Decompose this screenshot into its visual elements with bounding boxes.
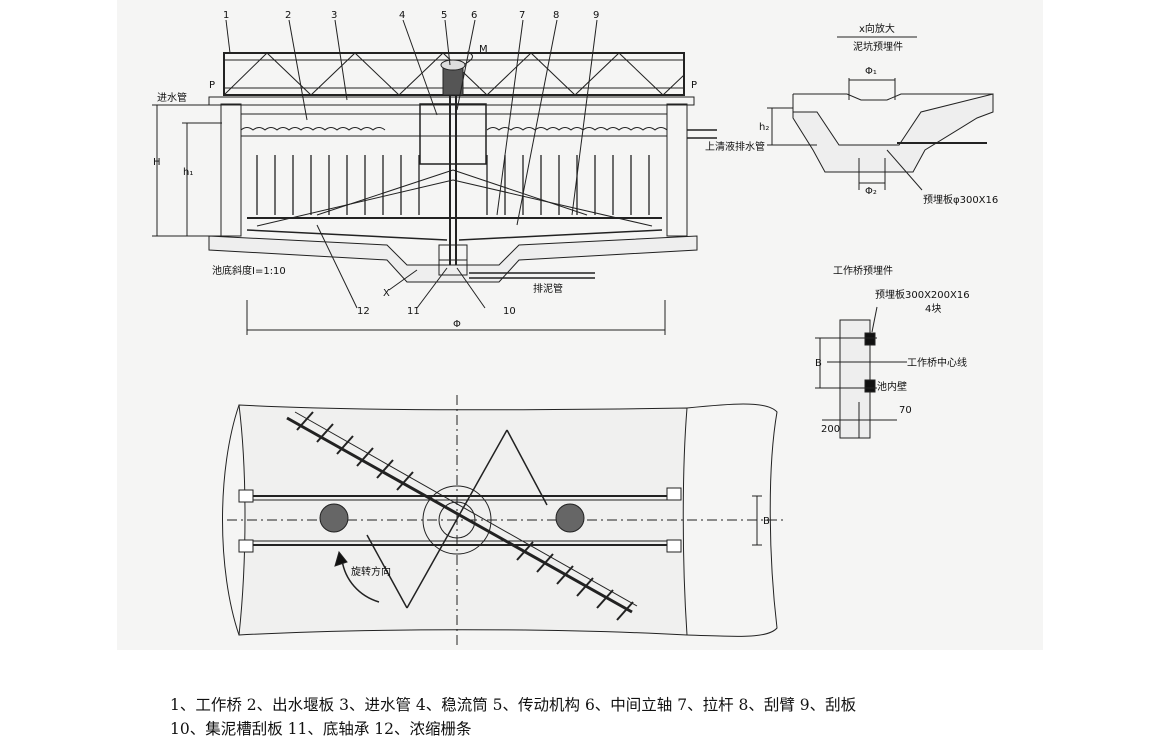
bridge-detail-title: 工作桥预埋件 bbox=[833, 265, 893, 277]
callout-7: 7 bbox=[519, 10, 525, 21]
bridge-centerline-label: 工作桥中心线 bbox=[907, 356, 967, 369]
callout-2: 2 bbox=[285, 10, 291, 21]
callout-10: 10 bbox=[503, 306, 516, 317]
detail-x-view bbox=[767, 36, 994, 191]
phi2-label: Φ₂ bbox=[865, 186, 877, 197]
bottom-slope-label: 池底斜度I=1:10 bbox=[212, 264, 286, 277]
dim-70-label: 70 bbox=[899, 405, 912, 416]
marker-P-right: P bbox=[691, 80, 697, 91]
picket-rods bbox=[256, 155, 650, 215]
plan-view bbox=[222, 395, 787, 645]
marker-X: X bbox=[383, 288, 390, 299]
engineering-drawing: 1 2 3 4 5 6 7 8 9 10 11 12 M 进水管 上清液排水管 … bbox=[117, 0, 1043, 650]
left-wall bbox=[220, 103, 242, 237]
callout-8: 8 bbox=[553, 10, 559, 21]
callout-6: 6 bbox=[471, 10, 477, 21]
phi1-label: Φ₁ bbox=[865, 66, 877, 77]
sludge-pipe-label: 排泥管 bbox=[533, 282, 563, 295]
outlet-pipe-label: 上清液排水管 bbox=[705, 140, 765, 153]
detail-x-title: x向放大 bbox=[859, 22, 895, 35]
wall-label: 池内壁 bbox=[877, 380, 907, 393]
h2-label: h₂ bbox=[759, 122, 769, 133]
section-view bbox=[152, 19, 717, 335]
dim-200-label: 200 bbox=[821, 424, 840, 435]
motor-label: M bbox=[479, 44, 488, 55]
callout-11: 11 bbox=[407, 306, 420, 317]
inlet-pipe-label: 进水管 bbox=[157, 91, 187, 104]
right-wall bbox=[666, 103, 688, 237]
inlet-pipe-line bbox=[208, 96, 695, 106]
height-H-label: H bbox=[153, 157, 161, 168]
callout-3: 3 bbox=[331, 10, 337, 21]
callout-1: 1 bbox=[223, 10, 229, 21]
height-h1-label: h₁ bbox=[183, 167, 193, 178]
bridge-embed-detail bbox=[815, 306, 907, 439]
callout-4: 4 bbox=[399, 10, 405, 21]
bridge-plate-qty: 4块 bbox=[925, 303, 941, 315]
callout-12: 12 bbox=[357, 306, 370, 317]
callout-5: 5 bbox=[441, 10, 447, 21]
weir-plate bbox=[240, 113, 668, 137]
legend-line-1: 1、工作桥 2、出水堰板 3、进水管 4、稳流筒 5、传动机构 6、中间立轴 7… bbox=[170, 696, 857, 714]
bridge-B-label: B bbox=[815, 358, 822, 369]
diameter-label: Φ bbox=[453, 319, 461, 330]
drawing-svg: 1 2 3 4 5 6 7 8 9 10 11 12 M 进水管 上清液排水管 … bbox=[152, 10, 998, 645]
plan-B-label: B bbox=[763, 516, 770, 527]
marker-P-left: P bbox=[209, 80, 215, 91]
stilling-well bbox=[419, 103, 487, 165]
bridge-plate-label: 预埋板300X200X16 bbox=[875, 288, 970, 301]
callout-9: 9 bbox=[593, 10, 599, 21]
tank-bottom bbox=[208, 235, 698, 283]
rotation-label: 旋转方向 bbox=[351, 565, 391, 578]
detail-x-plate: 预埋板φ300X16 bbox=[923, 193, 998, 206]
legend-line-2: 10、集泥槽刮板 11、底轴承 12、浓缩栅条 bbox=[170, 720, 472, 738]
detail-x-subtitle: 泥坑预埋件 bbox=[853, 40, 903, 53]
